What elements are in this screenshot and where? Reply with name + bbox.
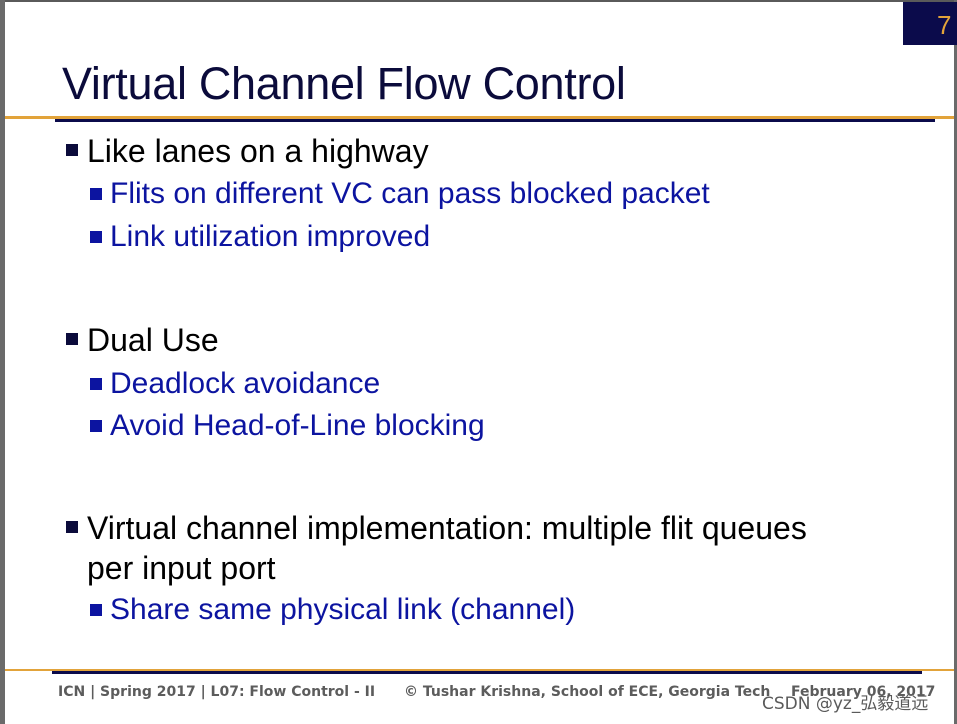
bullet-text: per input port [87,550,276,586]
footer-rule-navy [52,671,922,674]
footer-course: ICN | Spring 2017 | L07: Flow Control - … [58,684,376,700]
page-number: 7 [937,10,952,40]
square-bullet-icon [90,378,102,390]
bullet-text: Virtual channel implementation: multiple… [87,510,807,546]
bullet-text: Like lanes on a highway [87,133,429,169]
title-rule-gold [5,116,954,119]
sub-bullet-text: Share same physical link (channel) [110,593,576,626]
square-bullet-icon [90,420,102,432]
square-bullet-icon [66,333,78,345]
square-bullet-icon [90,231,102,243]
window-left-border [0,0,5,724]
title-rule-navy [55,119,935,122]
window-right-border [954,0,957,724]
square-bullet-icon [66,144,78,156]
sub-bullet-text: Flits on different VC can pass blocked p… [110,177,710,210]
footer-date: February 06, 2017 [791,684,936,700]
watermark: CSDN @yz_弘毅道远 [762,694,929,714]
square-bullet-icon [90,188,102,200]
sub-bullet-text: Link utilization improved [110,220,431,253]
square-bullet-icon [66,521,78,533]
footer-copyright: © Tushar Krishna, School of ECE, Georgia… [404,684,771,700]
sub-bullet-text: Avoid Head-of-Line blocking [110,409,485,442]
page-number-box: 7 [903,2,957,45]
bullet-text: Dual Use [87,322,219,358]
square-bullet-icon [90,604,102,616]
sub-bullet-text: Deadlock avoidance [110,367,381,400]
footer-rule-gold [5,669,954,671]
window-top-border [0,0,957,2]
slide-title: Virtual Channel Flow Control [62,58,626,109]
